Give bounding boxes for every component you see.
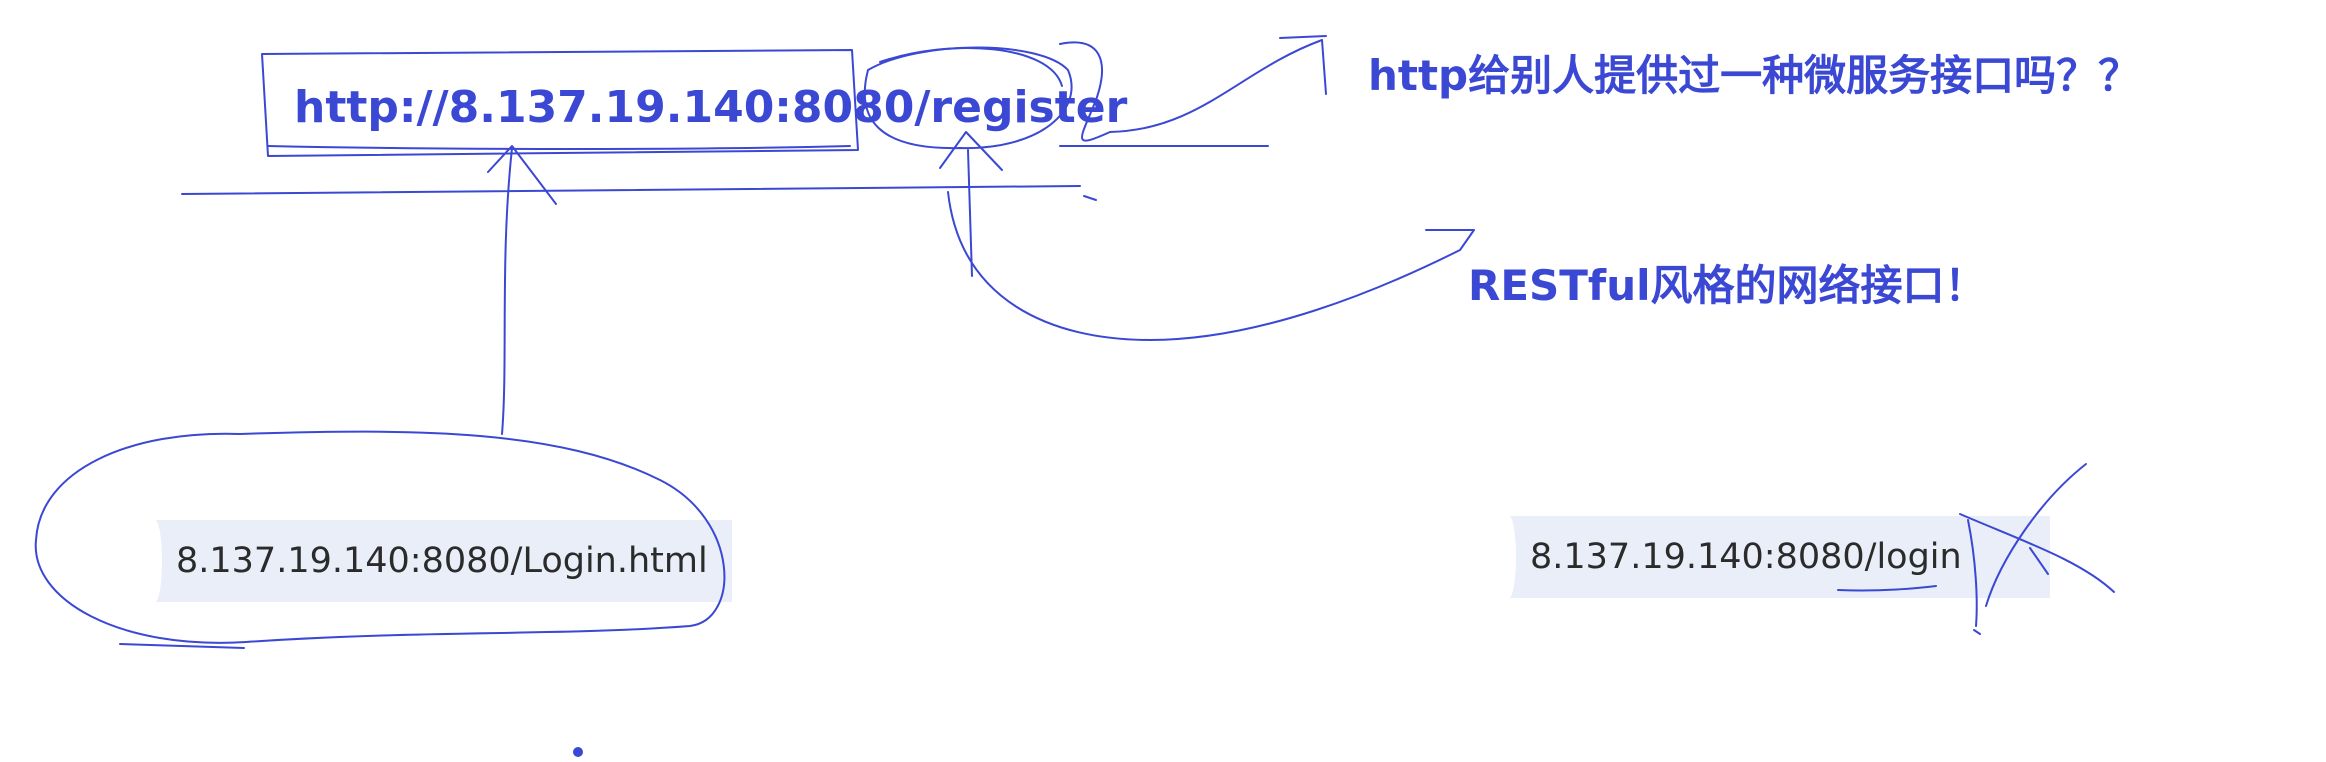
register-url-text: http://8.137.19.140:8080/register [294,82,1128,133]
ink-dot [573,747,583,757]
restful-interface-note: RESTful风格的网络接口！ [1468,261,1987,310]
login-api-url-chip: 8.137.19.140:8080/login [1502,516,2050,598]
microservice-question-note: http给别人提供过一种微服务接口吗？？ [1368,51,2141,100]
small-arrow-stroke [939,131,1003,171]
arrow-head-stroke [487,145,557,205]
login-html-oval-tail [119,643,245,649]
restful-curve-stroke [947,191,1475,341]
arrow-shaft-stroke [501,147,513,435]
restful-curve-stroke-2 [967,149,973,277]
question-lasso-tick [1279,35,1327,39]
x-mark-tick [1973,629,1981,635]
dash-stroke [1083,195,1097,201]
url-box-stroke-2 [267,145,851,150]
register-loop-stroke-2 [879,46,1063,87]
login-api-url-text: 8.137.19.140:8080/login [1530,537,1962,577]
login-html-url-chip: 8.137.19.140:8080/Login.html [148,520,732,602]
login-html-url-text: 8.137.19.140:8080/Login.html [176,541,708,581]
long-underline-stroke [181,185,1081,195]
